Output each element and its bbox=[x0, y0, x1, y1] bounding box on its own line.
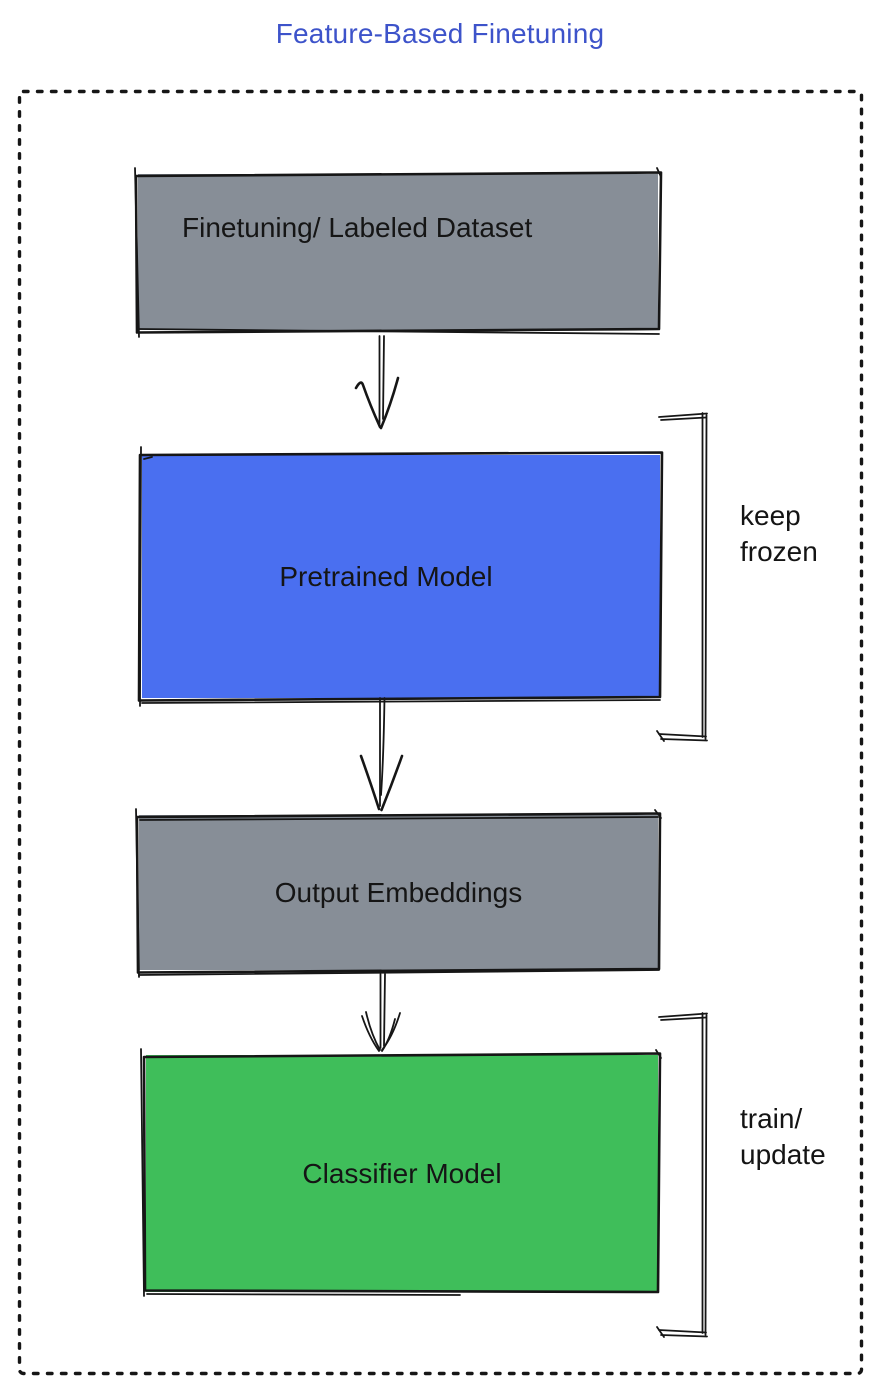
node-pretrained-model: Pretrained Model bbox=[142, 455, 660, 698]
annotation-train-update-line1: train/ bbox=[740, 1103, 803, 1134]
annotation-keep-frozen-line2: frozen bbox=[740, 536, 818, 567]
flow-arrow-1 bbox=[354, 335, 400, 430]
node-label-finetuning-dataset: Finetuning/ Labeled Dataset bbox=[182, 212, 533, 243]
bracket-train-update bbox=[656, 1012, 708, 1338]
flow-arrow-2 bbox=[359, 697, 404, 812]
node-label-output-embeddings: Output Embeddings bbox=[274, 876, 523, 908]
node-output-embeddings: Output Embeddings bbox=[139, 815, 658, 970]
node-classifier-model: Classifier Model bbox=[146, 1055, 658, 1292]
diagram-title: Feature-Based Finetuning bbox=[275, 18, 605, 49]
node-label-pretrained-model: Pretrained Model bbox=[279, 560, 493, 592]
flow-arrow-3 bbox=[361, 973, 401, 1052]
annotation-train-update: train/ update bbox=[740, 1101, 826, 1173]
annotation-keep-frozen-line1: keep bbox=[740, 500, 801, 531]
node-finetuning-dataset: Finetuning/ Labeled Dataset bbox=[138, 174, 658, 330]
bracket-keep-frozen bbox=[656, 412, 708, 742]
annotation-train-update-line2: update bbox=[740, 1139, 826, 1170]
node-label-classifier-model: Classifier Model bbox=[302, 1157, 502, 1189]
annotation-keep-frozen: keep frozen bbox=[740, 498, 818, 570]
